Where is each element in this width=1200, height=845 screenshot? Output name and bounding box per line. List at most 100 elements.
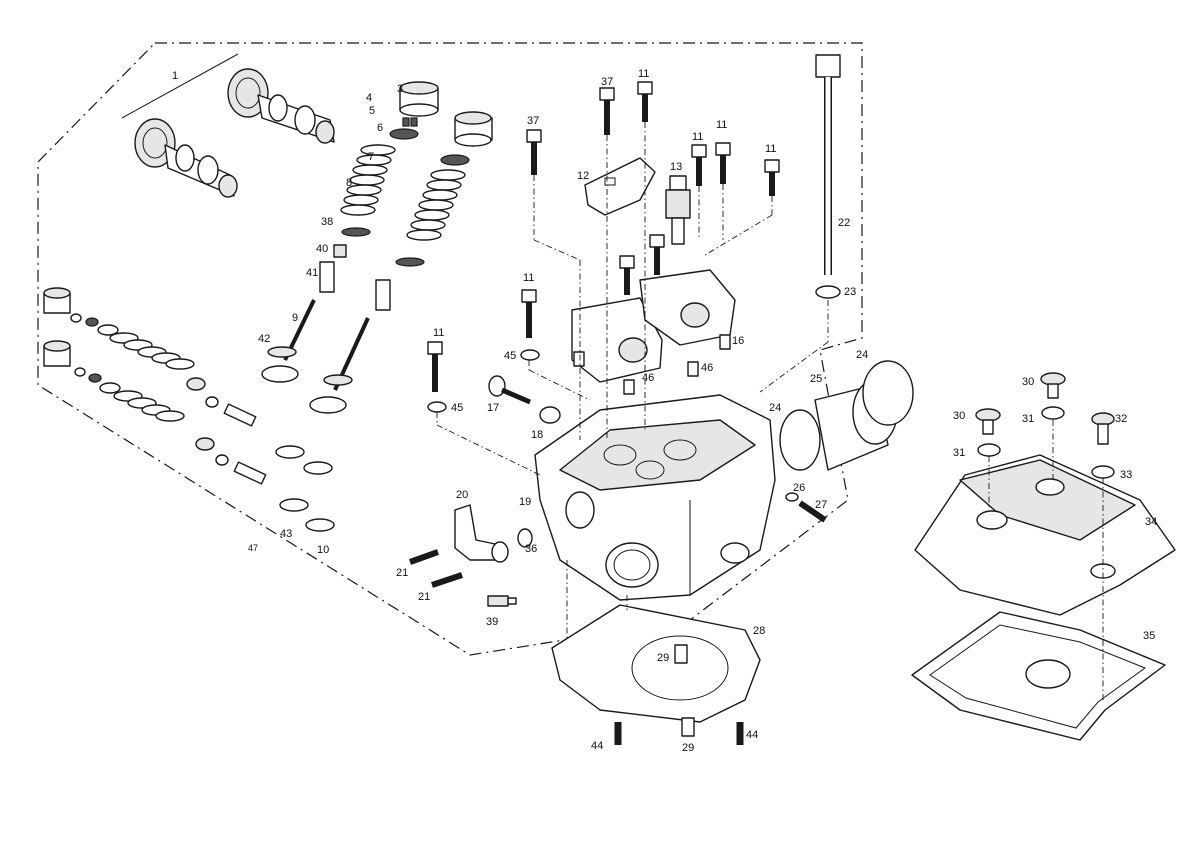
label-39: 39 bbox=[486, 616, 498, 628]
label-45-a: 45 bbox=[504, 350, 516, 362]
bolt-11-a bbox=[637, 81, 653, 122]
lower-valve-assembly-1 bbox=[43, 287, 333, 475]
label-17: 17 bbox=[487, 402, 499, 414]
dowel-29-b bbox=[681, 717, 695, 737]
label-44-a: 44 bbox=[591, 740, 603, 752]
label-23: 23 bbox=[844, 286, 856, 298]
bolt-11-b bbox=[691, 144, 707, 186]
label-4: 4 bbox=[366, 92, 372, 104]
bolt-21-a bbox=[408, 549, 440, 565]
dowel-46-a bbox=[623, 379, 635, 395]
label-26: 26 bbox=[793, 482, 805, 494]
valve-spring-1 bbox=[340, 144, 396, 216]
label-11-d: 11 bbox=[765, 143, 776, 155]
group-47-outline bbox=[37, 42, 863, 656]
label-34: 34 bbox=[1145, 516, 1157, 528]
o-ring-36 bbox=[517, 528, 533, 548]
callout-labels: 1 3 4 5 6 7 8 38 40 41 9 42 43 10 47 37 … bbox=[172, 68, 1157, 754]
label-25: 25 bbox=[810, 373, 822, 385]
label-24-a: 24 bbox=[856, 349, 868, 361]
stud-22 bbox=[815, 54, 841, 275]
valve-keepers-1 bbox=[402, 117, 418, 127]
grommet-31-a bbox=[1041, 406, 1065, 420]
dowel-29-a bbox=[674, 644, 688, 664]
label-45-b: 45 bbox=[451, 402, 463, 414]
label-16: 16 bbox=[732, 335, 744, 347]
cam-cap-left bbox=[571, 297, 663, 383]
grommet-33 bbox=[1091, 465, 1115, 479]
label-29-b: 29 bbox=[682, 742, 694, 754]
washer-23 bbox=[815, 285, 841, 299]
cover-bolt-30-b bbox=[975, 408, 1001, 435]
valve-guide-2 bbox=[375, 279, 391, 311]
label-20: 20 bbox=[456, 489, 468, 501]
label-10: 10 bbox=[317, 544, 329, 556]
cover-gasket-35 bbox=[911, 611, 1166, 741]
chain-guide-12 bbox=[584, 157, 656, 216]
spring-seat-38 bbox=[341, 227, 371, 237]
label-46-a: 46 bbox=[642, 372, 654, 384]
label-40: 40 bbox=[316, 243, 328, 255]
label-8: 8 bbox=[346, 177, 352, 189]
washer-45-a bbox=[520, 349, 540, 361]
head-gasket-28 bbox=[551, 604, 761, 723]
label-11-c: 11 bbox=[716, 119, 727, 131]
bolt-21-b bbox=[431, 572, 463, 588]
label-1: 1 bbox=[172, 70, 178, 82]
washer-45-b bbox=[427, 401, 447, 413]
label-31-a: 31 bbox=[1022, 413, 1034, 425]
valve-seal-40 bbox=[333, 244, 347, 258]
valve-cover-34 bbox=[914, 454, 1176, 616]
label-19: 19 bbox=[519, 496, 531, 508]
seal-18 bbox=[539, 406, 561, 424]
label-11-b: 11 bbox=[692, 131, 703, 143]
camshaft-upper bbox=[227, 68, 335, 144]
bolt-27 bbox=[798, 500, 827, 523]
label-3: 3 bbox=[397, 83, 403, 95]
bolt-11-d bbox=[764, 159, 780, 196]
bolt-11-c bbox=[715, 142, 731, 184]
label-37-a: 37 bbox=[601, 76, 613, 88]
label-5: 5 bbox=[369, 105, 375, 117]
label-33: 33 bbox=[1120, 469, 1132, 481]
label-43: 43 bbox=[280, 528, 292, 540]
valve-2 bbox=[309, 317, 370, 414]
label-29-a: 29 bbox=[657, 652, 669, 664]
label-24-b: 24 bbox=[769, 402, 781, 414]
label-11-f: 11 bbox=[433, 327, 444, 339]
bolt-11-g bbox=[649, 234, 665, 275]
bolt-37-b bbox=[526, 129, 542, 175]
label-27: 27 bbox=[815, 499, 827, 511]
label-11-e: 11 bbox=[523, 272, 534, 284]
label-42: 42 bbox=[258, 333, 270, 345]
washer-26 bbox=[785, 492, 799, 502]
valve-bucket-1 bbox=[399, 81, 439, 117]
spring-retainer-1 bbox=[389, 128, 419, 140]
valve-9 bbox=[261, 299, 316, 383]
bolt-37-a bbox=[599, 87, 615, 135]
sensor-39 bbox=[487, 595, 517, 607]
label-7: 7 bbox=[368, 151, 374, 163]
cylinder-head bbox=[534, 394, 776, 601]
grommet-31-b bbox=[977, 443, 1001, 457]
label-32: 32 bbox=[1115, 413, 1127, 425]
spark-plug-13 bbox=[665, 175, 691, 245]
label-22: 22 bbox=[838, 217, 850, 229]
label-36: 36 bbox=[525, 543, 537, 555]
valve-spring-2 bbox=[406, 154, 470, 241]
label-28: 28 bbox=[753, 625, 765, 637]
label-18: 18 bbox=[531, 429, 543, 441]
valve-bucket-2 bbox=[454, 111, 493, 147]
label-38: 38 bbox=[321, 216, 333, 228]
label-9: 9 bbox=[292, 312, 298, 324]
label-35: 35 bbox=[1143, 630, 1155, 642]
label-44-b: 44 bbox=[746, 729, 758, 741]
label-6: 6 bbox=[377, 122, 383, 134]
camshaft-lower bbox=[134, 118, 238, 198]
label-30-b: 30 bbox=[953, 410, 965, 422]
label-13: 13 bbox=[670, 161, 682, 173]
bolt-11-e bbox=[521, 289, 537, 338]
valve-guide-41 bbox=[319, 261, 335, 293]
label-30-a: 30 bbox=[1022, 376, 1034, 388]
